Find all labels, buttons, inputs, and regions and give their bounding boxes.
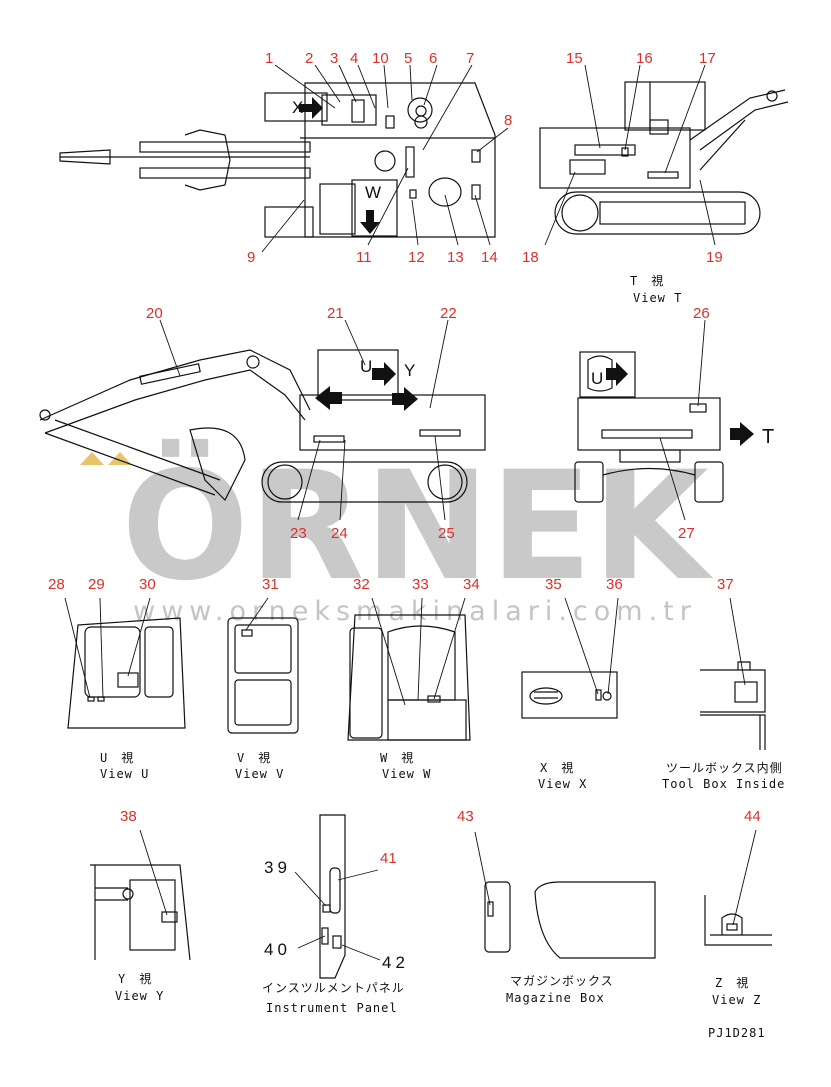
callout-28: 28 <box>48 576 65 593</box>
view-z: Z 視 View Z <box>704 895 772 1007</box>
callout-6: 6 <box>429 50 437 67</box>
callout-33: 33 <box>412 576 429 593</box>
callout-37: 37 <box>717 576 734 593</box>
callout-34: 34 <box>463 576 480 593</box>
callout-numbers: 1 2 3 4 10 5 6 7 8 9 11 12 13 14 15 16 1… <box>48 50 761 972</box>
callout-17: 17 <box>699 50 716 67</box>
callout-32: 32 <box>353 576 370 593</box>
caption-panel-en: Instrument Panel <box>266 1001 398 1015</box>
excavator-top-view: X W <box>59 82 496 238</box>
callout-10: 10 <box>372 50 389 67</box>
caption-view-z-jp: Z 視 <box>715 975 749 990</box>
view-letter-u-rear: U <box>591 369 603 388</box>
callout-39: 39 <box>264 858 291 877</box>
watermark-brand: ÖRNEK <box>121 438 713 614</box>
callout-36: 36 <box>606 576 623 593</box>
watermark-url: www.orneksmakinalari.com.tr <box>133 596 697 627</box>
callout-29: 29 <box>88 576 105 593</box>
magazine-box: マガジンボックス Magazine Box <box>484 881 656 1005</box>
callout-5: 5 <box>404 50 412 67</box>
callout-35: 35 <box>545 576 562 593</box>
tool-box-inside: ツールボックス内側 Tool Box Inside <box>662 661 785 791</box>
callout-44: 44 <box>744 808 761 825</box>
drawing-code: PJ1D281 <box>708 1026 766 1040</box>
callout-22: 22 <box>440 305 457 322</box>
callout-11: 11 <box>356 249 372 266</box>
callout-8: 8 <box>504 112 512 129</box>
callout-27: 27 <box>678 525 695 542</box>
callout-40: 40 <box>264 940 291 959</box>
caption-view-y-en: View Y <box>115 989 164 1003</box>
caption-view-u-en: View U <box>100 767 149 781</box>
caption-view-z-en: View Z <box>712 993 761 1007</box>
caption-view-w-en: View W <box>382 767 431 781</box>
callout-42: 42 <box>382 953 409 972</box>
view-w: W 視 View W <box>347 614 471 781</box>
view-x: X 視 View X <box>521 671 618 791</box>
view-letter-u-left: U <box>360 357 372 376</box>
view-letter-y: Y <box>404 361 415 380</box>
instrument-panel: インスツルメントパネル Instrument Panel <box>262 814 405 1015</box>
caption-view-x-jp: X 視 <box>540 760 574 775</box>
caption-view-t-en: View T <box>633 291 682 305</box>
callout-15: 15 <box>566 50 583 67</box>
excavator-left-view: U Y <box>39 349 486 503</box>
caption-magazine-jp: マガジンボックス <box>510 974 614 988</box>
caption-view-v-en: View V <box>235 767 284 781</box>
callout-13: 13 <box>447 249 464 266</box>
callout-4: 4 <box>350 50 358 67</box>
caption-view-x-en: View X <box>538 777 587 791</box>
callout-3: 3 <box>330 50 338 67</box>
callout-19: 19 <box>706 249 723 266</box>
callout-9: 9 <box>247 249 255 266</box>
callout-20: 20 <box>146 305 163 322</box>
callout-1: 1 <box>265 50 273 67</box>
callout-16: 16 <box>636 50 653 67</box>
caption-toolbox-en: Tool Box Inside <box>662 777 785 791</box>
caption-view-u-jp: U 視 <box>100 750 134 765</box>
view-v: V 視 View V <box>227 617 299 781</box>
callout-43: 43 <box>457 808 474 825</box>
view-y: Y 視 View Y <box>90 864 191 1003</box>
caption-view-y-jp: Y 視 <box>118 971 152 986</box>
caption-toolbox-jp: ツールボックス内側 <box>666 761 783 775</box>
callout-21: 21 <box>327 305 344 322</box>
excavator-side-view: T 視 View T <box>539 81 789 305</box>
caption-view-v-jp: V 視 <box>237 750 271 765</box>
callout-7: 7 <box>466 50 474 67</box>
callout-23: 23 <box>290 525 307 542</box>
view-u: U 視 View U <box>67 617 186 781</box>
callout-12: 12 <box>408 249 425 266</box>
callout-30: 30 <box>139 576 156 593</box>
callout-2: 2 <box>305 50 313 67</box>
callout-31: 31 <box>262 576 279 593</box>
view-letter-t: T <box>762 426 778 448</box>
callout-38: 38 <box>120 808 137 825</box>
callout-41: 41 <box>380 850 397 867</box>
excavator-rear-view: U T <box>574 351 778 503</box>
caption-panel-jp: インスツルメントパネル <box>262 981 405 995</box>
view-letter-x: X <box>292 98 303 117</box>
callout-25: 25 <box>438 525 455 542</box>
caption-view-w-jp: W 視 <box>380 750 414 765</box>
view-letter-w: W <box>365 183 381 202</box>
caption-view-t-jp: T 視 <box>630 273 664 288</box>
callout-24: 24 <box>331 525 348 542</box>
watermark: ÖRNEK www.orneksmakinalari.com.tr <box>80 438 713 627</box>
callout-14: 14 <box>481 249 498 266</box>
callout-26: 26 <box>693 305 710 322</box>
callout-18: 18 <box>522 249 539 266</box>
caption-magazine-en: Magazine Box <box>506 991 605 1005</box>
leader-lines <box>64 64 757 961</box>
